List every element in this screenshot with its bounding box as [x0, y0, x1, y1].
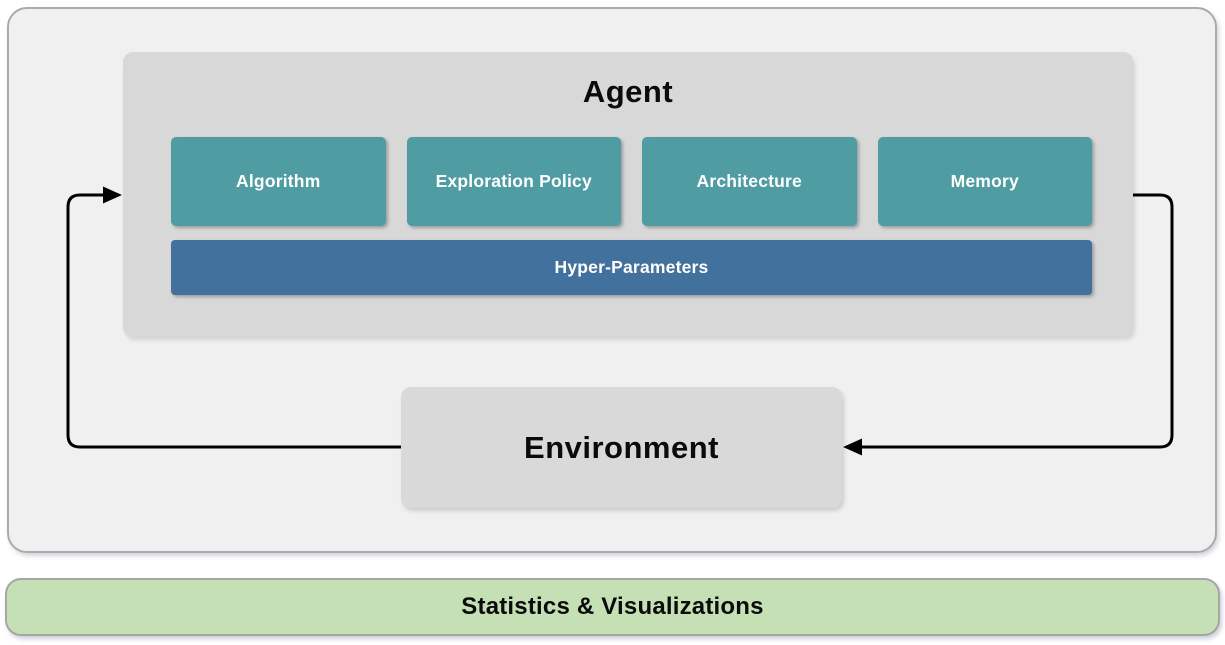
module-architecture: Architecture — [642, 137, 857, 226]
hyper-parameters-bar: Hyper-Parameters — [171, 240, 1092, 295]
module-algorithm: Algorithm — [171, 137, 386, 226]
module-algorithm-label: Algorithm — [236, 171, 321, 191]
statistics-visualizations-bar: Statistics & Visualizations — [5, 578, 1220, 636]
module-exploration-policy: Exploration Policy — [406, 137, 621, 226]
agent-title: Agent — [582, 74, 674, 109]
module-exploration-policy-label: Exploration Policy — [435, 171, 592, 191]
agent-panel: Agent Algorithm Exploration Policy Archi… — [123, 52, 1133, 337]
statistics-visualizations-label: Statistics & Visualizations — [461, 593, 764, 620]
hyper-parameters-label: Hyper-Parameters — [554, 257, 709, 277]
agent-modules-row: Algorithm Exploration Policy Architectur… — [171, 137, 1092, 226]
module-memory-label: Memory — [950, 171, 1019, 191]
module-architecture-label: Architecture — [696, 171, 802, 191]
module-memory: Memory — [877, 137, 1092, 226]
environment-title: Environment — [524, 429, 719, 465]
environment-panel: Environment — [401, 387, 842, 508]
